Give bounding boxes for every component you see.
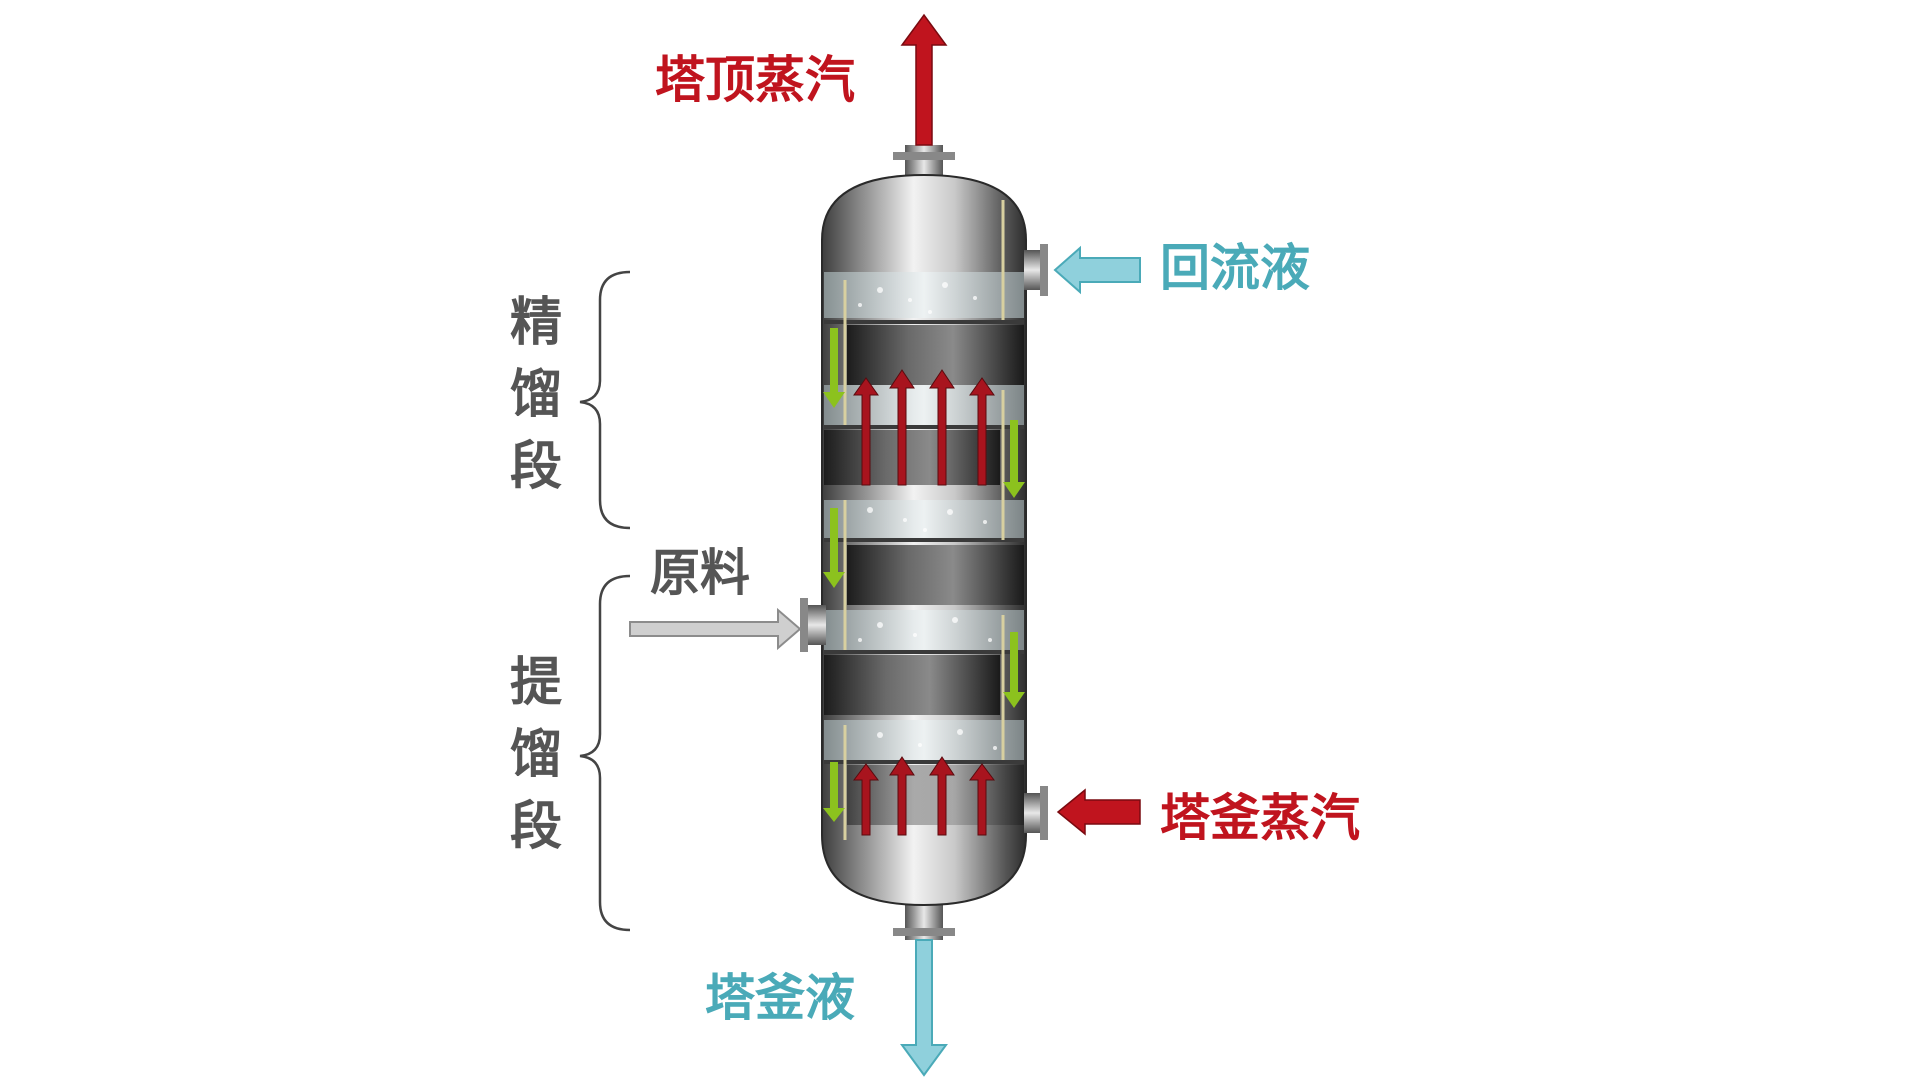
stripping-brace — [579, 574, 631, 932]
top-vapor-arrow — [900, 13, 948, 146]
reflux-label: 回流液 — [1160, 239, 1310, 297]
tray-liquid — [824, 272, 1024, 318]
reboiler-flange — [1040, 786, 1048, 840]
down-arrow — [1003, 632, 1025, 708]
tray-dark — [824, 430, 1000, 485]
feed-nozzle — [804, 605, 826, 645]
rectifying-brace — [579, 270, 631, 530]
up-arrow — [969, 377, 995, 486]
tray-plates — [824, 320, 1024, 764]
down-arrow — [823, 762, 845, 822]
tray-dark — [824, 655, 1000, 715]
down-arrow — [823, 508, 845, 588]
feed-flange — [800, 598, 808, 652]
up-arrow — [853, 763, 879, 836]
tray-dark — [847, 545, 1024, 605]
down-arrow — [1003, 420, 1025, 498]
up-arrow — [929, 756, 955, 836]
reboiler-vapor-label: 塔釜蒸汽 — [1160, 789, 1360, 847]
reflux-flange — [1040, 244, 1048, 296]
bottom-flange — [893, 928, 955, 936]
tray-liquid — [824, 500, 1024, 538]
liquid-downflow-arrows — [823, 328, 1025, 822]
feed-arrow — [629, 607, 802, 651]
reflux-arrow — [1053, 245, 1141, 295]
up-arrow — [889, 756, 915, 836]
up-arrow — [929, 369, 955, 486]
feed-label: 原料 — [650, 544, 750, 602]
tray-liquid — [824, 385, 1024, 425]
tray-liquid — [824, 610, 1024, 650]
vapor-upflow-arrows — [853, 369, 995, 836]
top-flange — [893, 152, 955, 160]
stripping-section-label: 提馏段 — [510, 653, 562, 857]
bottoms-label: 塔釜液 — [705, 969, 855, 1027]
up-arrow — [853, 377, 879, 486]
up-arrow — [889, 369, 915, 486]
vapor-bubbles — [858, 282, 997, 750]
downcomer-weirs — [843, 200, 1005, 840]
down-arrow — [823, 328, 845, 408]
tray-liquid — [824, 720, 1024, 760]
top-vapor-label: 塔顶蒸汽 — [655, 51, 855, 109]
up-arrow — [969, 763, 995, 836]
reboiler-vapor-arrow — [1056, 788, 1141, 836]
rectifying-section-label: 精馏段 — [510, 293, 562, 497]
bottoms-arrow — [900, 939, 948, 1077]
tray-dark — [847, 325, 1024, 385]
column-vessel — [800, 145, 1048, 940]
